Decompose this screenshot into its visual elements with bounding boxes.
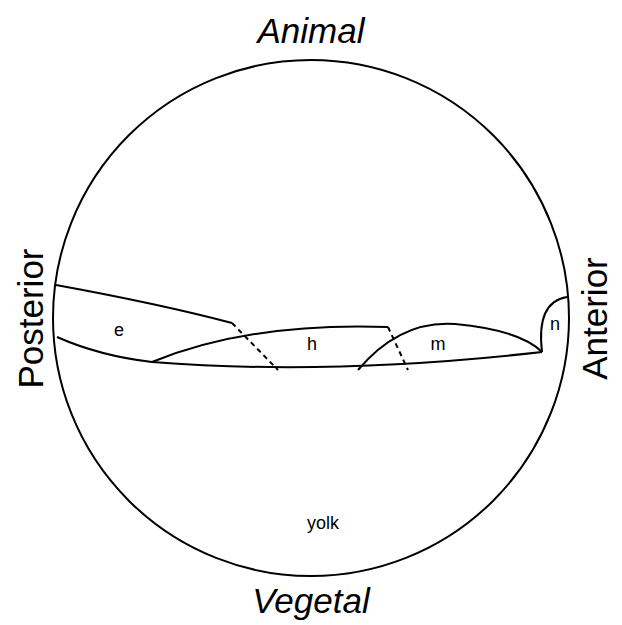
region-label: e	[114, 321, 124, 339]
h-boundary	[152, 326, 388, 362]
e-hidden-boundary	[232, 323, 278, 370]
axis-label: Posterior	[13, 248, 48, 388]
region-label: m	[431, 335, 446, 353]
region-label: h	[307, 335, 317, 353]
region-label: n	[550, 315, 560, 333]
e-boundary	[56, 285, 232, 323]
region-label: yolk	[307, 514, 339, 532]
pole-label: Vegetal	[252, 583, 369, 618]
m-boundary	[358, 324, 542, 370]
pole-label: Animal	[258, 13, 365, 48]
egg-outline	[53, 60, 569, 576]
yolk-boundary	[57, 337, 542, 367]
axis-label: Anterior	[577, 257, 612, 380]
n-boundary	[541, 297, 567, 352]
